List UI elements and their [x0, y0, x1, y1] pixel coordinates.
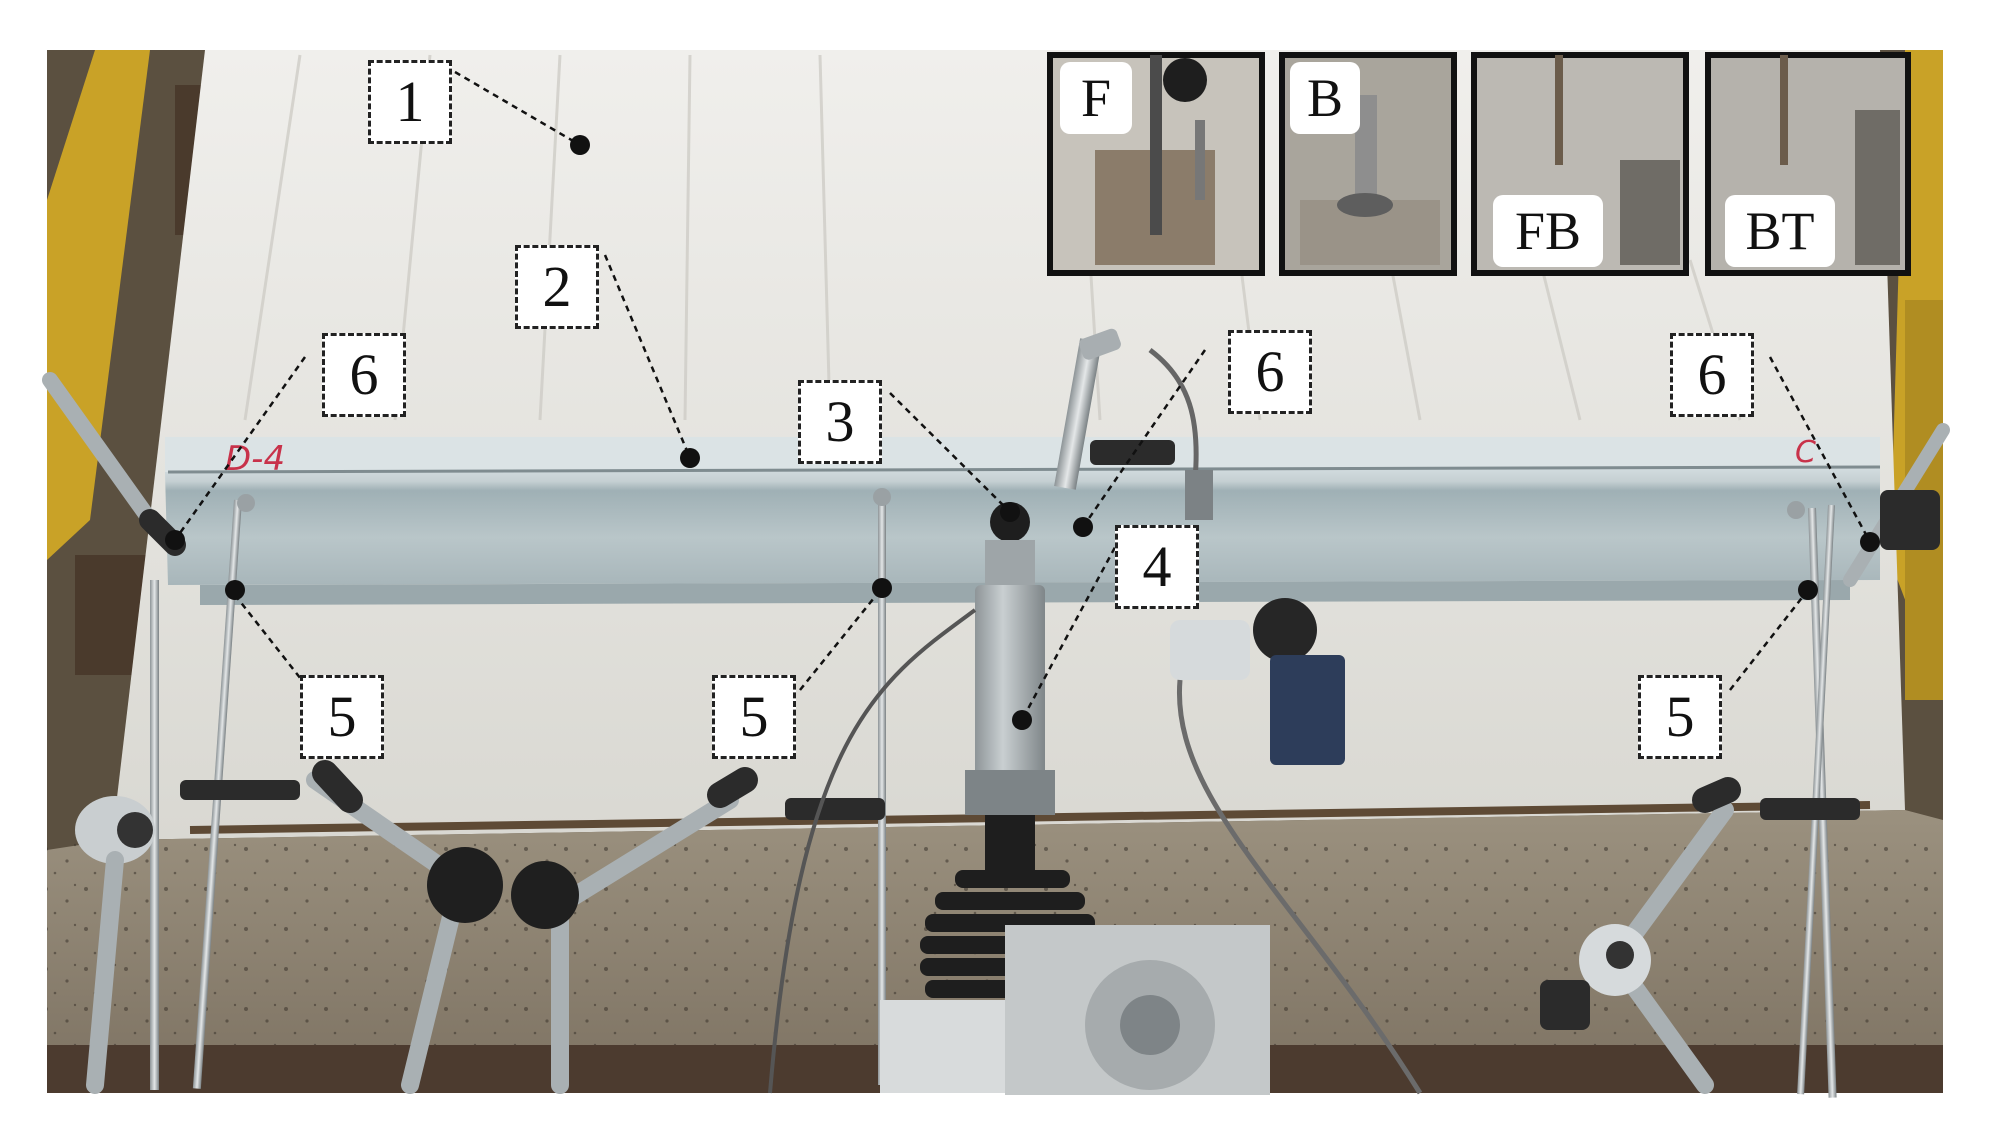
callout-2: 2	[515, 245, 599, 329]
callout-dots	[165, 135, 1880, 730]
callout-1: 1	[368, 60, 452, 144]
handwriting-right: C	[1795, 435, 1816, 470]
inset-label-fb: FB	[1493, 195, 1603, 267]
magnetic-stands-right	[1540, 423, 1950, 1094]
inset-label-bt: BT	[1725, 195, 1835, 267]
callout-5-left: 5	[300, 675, 384, 759]
callout-3: 3	[798, 380, 882, 464]
magnetic-stands-left	[42, 372, 885, 1094]
callout-5-right: 5	[1638, 675, 1722, 759]
callout-6-left: 6	[322, 333, 406, 417]
callout-6-right: 6	[1670, 333, 1754, 417]
handwriting-left: D-4	[225, 439, 285, 479]
callout-leaders	[173, 70, 1872, 721]
inset-label-f: F	[1060, 62, 1132, 134]
load-actuator	[880, 502, 1270, 1095]
inset-label-b: B	[1290, 62, 1360, 134]
callout-4: 4	[1115, 525, 1199, 609]
callout-5-center: 5	[712, 675, 796, 759]
lvdt-sensor	[768, 328, 1423, 1095]
callout-6-center: 6	[1228, 330, 1312, 414]
